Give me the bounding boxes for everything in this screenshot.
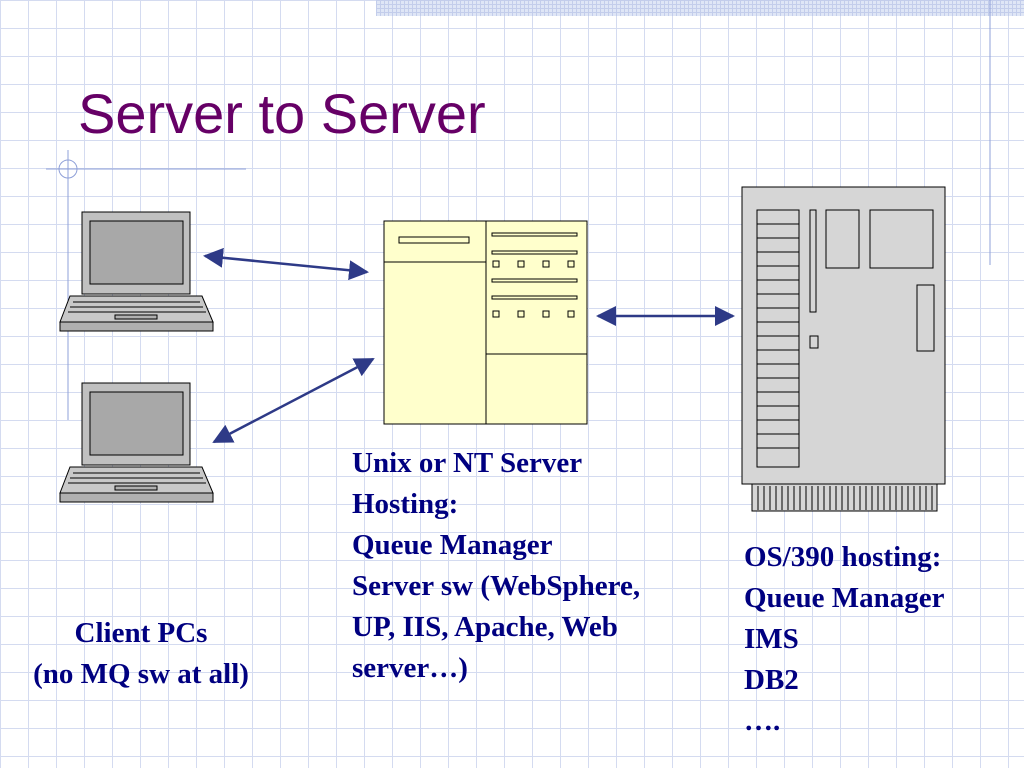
connector-arrow — [203, 247, 369, 281]
mainframe-icon — [741, 186, 946, 512]
caption-line: UP, IIS, Apache, Web — [352, 611, 618, 643]
laptop-icon — [59, 211, 214, 332]
caption-line: IMS — [744, 623, 799, 655]
connector-arrow — [212, 357, 375, 444]
title-decoration — [46, 0, 991, 420]
client-pcs-caption: Client PCs (no MQ sw at all) — [0, 613, 282, 695]
caption-line: Queue Manager — [352, 529, 553, 561]
caption-line: server…) — [352, 652, 468, 684]
laptop-icon — [59, 382, 214, 503]
caption-line: OS/390 hosting: — [744, 541, 942, 573]
caption-line: Server sw (WebSphere, — [352, 570, 641, 602]
caption-line: Unix or NT Server — [352, 447, 583, 479]
caption-line: Client PCs — [74, 617, 208, 649]
unix-server-caption: Unix or NT Server Hosting: Queue Manager… — [352, 443, 640, 689]
header-decoration-band — [376, 0, 1024, 16]
caption-line: (no MQ sw at all) — [33, 658, 249, 690]
slide-title: Server to Server — [78, 82, 486, 145]
unix-server-icon — [383, 220, 588, 425]
caption-line: Queue Manager — [744, 582, 945, 614]
os390-caption: OS/390 hosting: Queue Manager IMS DB2 …. — [744, 537, 945, 742]
caption-line: …. — [744, 705, 781, 737]
caption-line: DB2 — [744, 664, 799, 696]
caption-line: Hosting: — [352, 488, 459, 520]
